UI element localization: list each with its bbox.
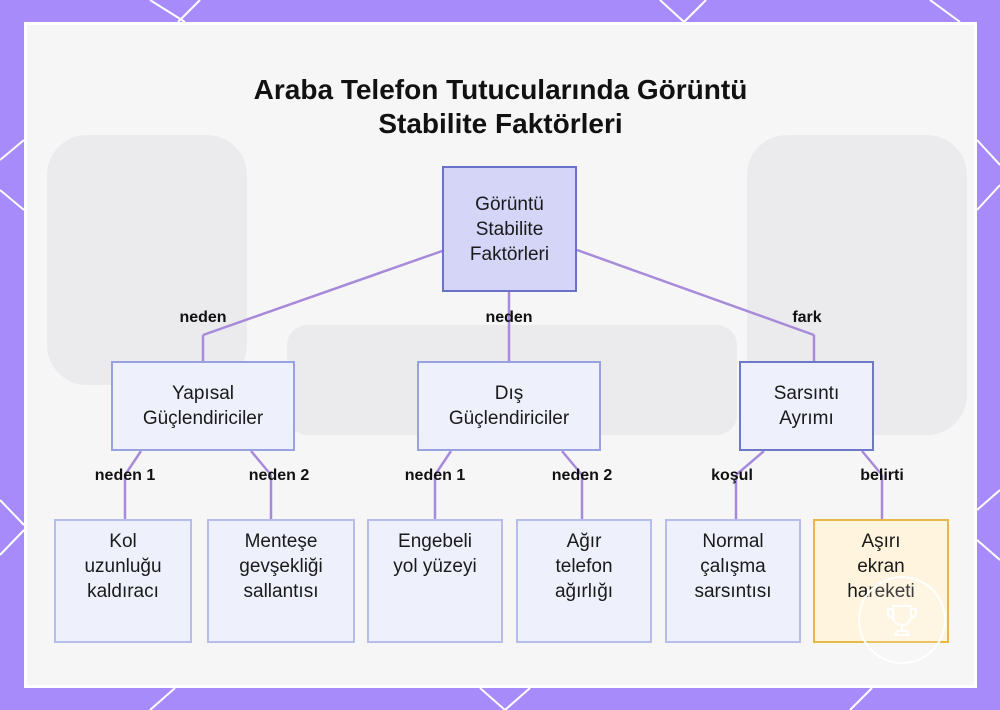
edge-label-root-vibration: fark (792, 308, 821, 328)
edge-label-root-structural: neden (179, 308, 226, 328)
edge-label-vibration-normal: koşul (711, 466, 753, 486)
node-road-label: Engebeli yol yüzeyi (393, 529, 476, 579)
edge-label-structural-arm: neden 1 (95, 466, 155, 486)
node-vibration-label: Sarsıntı Ayrımı (774, 381, 839, 431)
edge-label-external-road: neden 1 (405, 466, 465, 486)
node-road[interactable]: Engebeli yol yüzeyi (367, 519, 503, 643)
edge-root-vibration (577, 250, 814, 335)
node-structural-label: Yapısal Güçlendiriciler (143, 381, 263, 431)
diagram-card: Araba Telefon Tutucularında Görüntü Stab… (24, 22, 977, 688)
node-root-label: Görüntü Stabilite Faktörleri (470, 192, 549, 267)
trophy-badge (858, 576, 946, 664)
node-structural[interactable]: Yapısal Güçlendiriciler (111, 361, 295, 451)
trophy-icon (880, 598, 924, 642)
edge-label-root-external: neden (485, 308, 532, 328)
node-external[interactable]: Dış Güçlendiriciler (417, 361, 601, 451)
node-weight[interactable]: Ağır telefon ağırlığı (516, 519, 652, 643)
node-normal-label: Normal çalışma sarsıntısı (694, 529, 771, 604)
edge-label-external-weight: neden 2 (552, 466, 612, 486)
node-arm-label: Kol uzunluğu kaldıracı (84, 529, 161, 604)
node-external-label: Dış Güçlendiriciler (449, 381, 569, 431)
edge-label-structural-hinge: neden 2 (249, 466, 309, 486)
node-hinge-label: Menteşe gevşekliği sallantısı (239, 529, 322, 604)
node-arm[interactable]: Kol uzunluğu kaldıracı (54, 519, 192, 643)
edge-root-structural (203, 250, 445, 335)
edge-label-vibration-excess: belirti (860, 466, 904, 486)
node-root[interactable]: Görüntü Stabilite Faktörleri (442, 166, 577, 292)
node-hinge[interactable]: Menteşe gevşekliği sallantısı (207, 519, 355, 643)
node-vibration[interactable]: Sarsıntı Ayrımı (739, 361, 874, 451)
node-weight-label: Ağır telefon ağırlığı (555, 529, 613, 604)
node-normal[interactable]: Normal çalışma sarsıntısı (665, 519, 801, 643)
